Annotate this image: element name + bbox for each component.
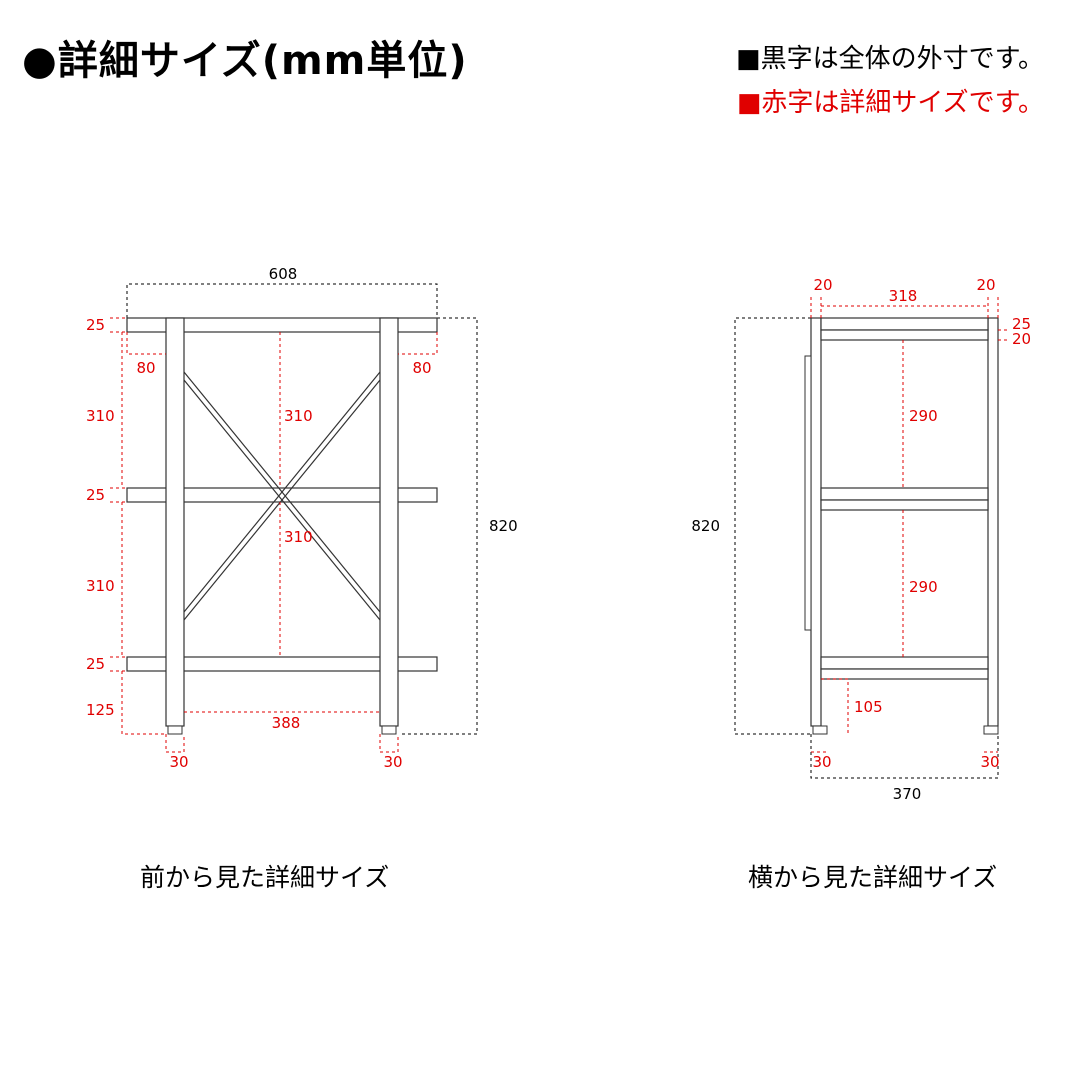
side-post-left-guide xyxy=(810,294,822,318)
front-foot-left-guide xyxy=(165,734,185,753)
front-shelf-mid-label: 25 xyxy=(86,486,105,504)
front-brace-b2 xyxy=(183,379,381,621)
front-leg-right xyxy=(379,317,399,727)
front-leg-height-guide xyxy=(121,671,166,735)
side-foot-left-label: 30 xyxy=(812,753,831,771)
side-panel-bar xyxy=(804,355,812,631)
page-title: ●詳細サイズ(mm単位) xyxy=(22,38,468,84)
side-foot-left xyxy=(812,725,828,735)
front-view-caption: 前から見た詳細サイズ xyxy=(140,863,390,892)
side-depth-label: 370 xyxy=(893,785,922,803)
side-foot-right-label: 30 xyxy=(980,753,999,771)
legend-detail-dimensions: ■赤字は詳細サイズです。 xyxy=(736,88,1044,118)
front-foot-left xyxy=(167,725,183,735)
front-leg-height-label: 125 xyxy=(86,701,115,719)
front-shelf-middle xyxy=(126,487,438,503)
front-leg-left xyxy=(165,317,185,727)
side-leg-height-label: 105 xyxy=(854,698,883,716)
side-height-guide xyxy=(734,317,811,735)
front-width-label: 608 xyxy=(269,265,298,283)
side-height-label: 820 xyxy=(691,517,720,535)
front-gap-lower-left-label: 310 xyxy=(86,577,115,595)
front-gap-upper-center-label: 310 xyxy=(284,407,313,425)
side-rail-bottom xyxy=(820,668,989,680)
front-shelf-bottom-label: 25 xyxy=(86,655,105,673)
side-gap-upper-label: 290 xyxy=(909,407,938,425)
front-overhang-left-guide xyxy=(126,332,166,355)
front-inner-width-label: 388 xyxy=(272,714,301,732)
front-overhang-right-guide xyxy=(398,332,438,355)
front-width-guide xyxy=(126,283,438,318)
front-foot-right-guide xyxy=(379,734,399,753)
side-view: 820 370 318 20 20 25 20 290 290 105 30 3… xyxy=(691,276,1031,803)
side-post-right-guide xyxy=(987,294,999,318)
side-shelf-thickness-label: 25 xyxy=(1012,315,1031,333)
front-foot-right-label: 30 xyxy=(383,753,402,771)
front-view: 608 820 25 25 25 310 310 310 310 80 80 1… xyxy=(86,265,518,771)
side-rail-top xyxy=(820,329,989,341)
side-inner-depth-label: 318 xyxy=(889,287,918,305)
front-overhang-left-label: 80 xyxy=(136,359,155,377)
side-shelf-rail-label: 20 xyxy=(1012,330,1031,348)
side-foot-right xyxy=(983,725,999,735)
front-height-label: 820 xyxy=(489,517,518,535)
front-shelf-top-guide xyxy=(110,317,127,333)
side-shelf-thickness-guide xyxy=(998,329,1010,341)
side-shelf-middle xyxy=(820,487,989,501)
side-post-left-label: 20 xyxy=(813,276,832,294)
front-shelf-mid-guide xyxy=(110,487,127,503)
side-post-right-label: 20 xyxy=(976,276,995,294)
front-shelf-top-label: 25 xyxy=(86,316,105,334)
legend-outer-dimensions: ■黒字は全体の外寸です。 xyxy=(736,44,1044,74)
front-shelf-bottom-guide xyxy=(110,656,127,672)
side-shelf-top xyxy=(820,317,989,331)
side-view-caption: 横から見た詳細サイズ xyxy=(748,863,998,892)
front-foot-right xyxy=(381,725,397,735)
side-gap-lower-label: 290 xyxy=(909,578,938,596)
side-rail-middle xyxy=(820,499,989,511)
side-post-left xyxy=(810,317,822,727)
front-overhang-right-label: 80 xyxy=(412,359,431,377)
front-shelf-top xyxy=(126,317,438,333)
front-gap-upper-left-label: 310 xyxy=(86,407,115,425)
front-shelf-bottom xyxy=(126,656,438,672)
front-foot-left-label: 30 xyxy=(169,753,188,771)
front-brace-b1 xyxy=(183,371,381,613)
side-leg-height-guide xyxy=(821,678,849,734)
front-height-guide xyxy=(400,317,478,735)
front-gap-lower-center-label: 310 xyxy=(284,528,313,546)
side-post-right xyxy=(987,317,999,727)
side-shelf-bottom xyxy=(820,656,989,670)
side-depth-guide xyxy=(810,734,999,779)
